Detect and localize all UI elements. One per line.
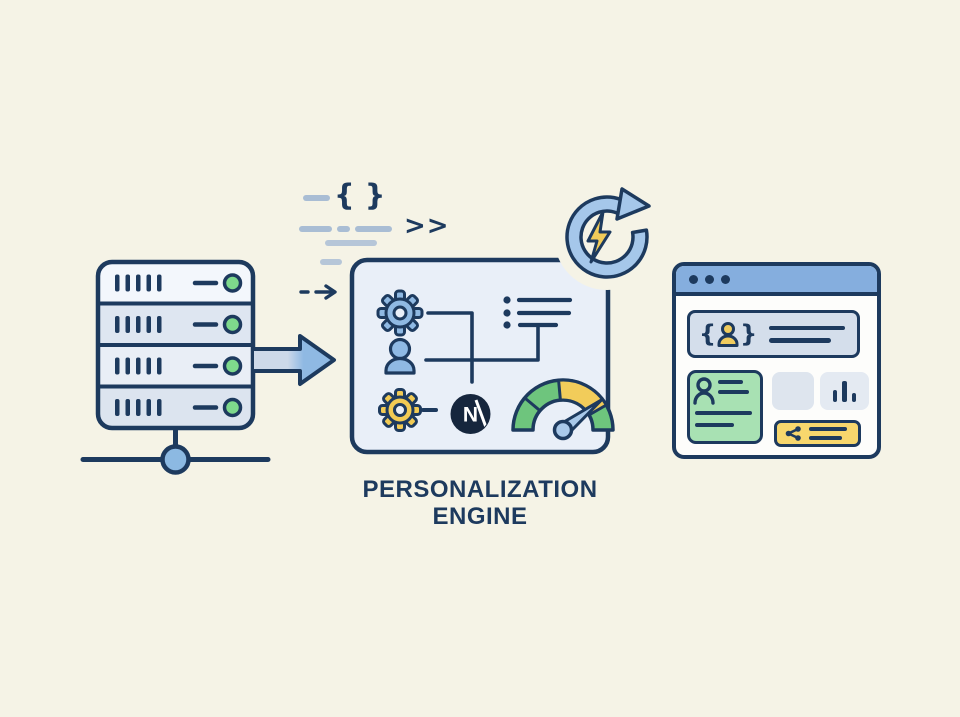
code-dash (299, 226, 332, 232)
lightning-bolt-icon (586, 210, 612, 264)
user-content-card (687, 370, 763, 444)
browser-content: { } (676, 296, 877, 454)
share-icon (785, 426, 801, 441)
network-line (80, 428, 271, 475)
refresh-ring-icon (565, 195, 649, 279)
window-dot (721, 274, 730, 284)
dashed-arrow-icon (299, 284, 337, 300)
window-dot (705, 274, 714, 284)
refresh-bolt-badge (554, 184, 660, 290)
server-stack-icon (80, 259, 271, 475)
recommendation-card (774, 420, 861, 447)
profile-text-lines (769, 325, 846, 343)
server-vent-slots (115, 274, 162, 416)
placeholder-block (772, 372, 814, 410)
data-flow-arrow-icon (254, 334, 336, 386)
window-dot (689, 274, 698, 284)
server-dashes (192, 280, 219, 410)
browser-titlebar (676, 266, 877, 296)
checklist-icon (503, 296, 573, 329)
engine-box: N (349, 257, 615, 455)
circuit-lines (424, 311, 540, 384)
analytics-block (820, 372, 869, 410)
brace-open: { (699, 320, 717, 348)
title-line-2: ENGINE (432, 503, 528, 530)
gear-yellow-icon (378, 388, 422, 432)
speed-line (320, 259, 342, 265)
code-braces-icon: { } (334, 178, 386, 212)
user-card-art (693, 377, 752, 427)
code-dash (303, 195, 330, 201)
refresh-arrowhead (615, 187, 651, 221)
code-dash (337, 226, 350, 232)
gauge-hub (552, 419, 574, 441)
cta-text-lines (809, 427, 847, 440)
gear-blue-icon (376, 289, 424, 337)
bar-chart-icon (851, 393, 857, 402)
user-icon (384, 337, 416, 375)
speed-gauge-icon (511, 378, 615, 441)
nextjs-logo-icon: N (450, 394, 491, 434)
brace-close: } (740, 320, 758, 348)
server-row-dividers (98, 301, 253, 389)
bar-chart-icon (842, 381, 847, 402)
browser-window: { } (672, 262, 881, 459)
gauge-divider (523, 396, 541, 412)
title-line-1: PERSONALIZATION (362, 476, 598, 503)
network-node-icon (160, 444, 191, 475)
speed-line (325, 240, 377, 246)
bar-chart-icon (832, 390, 838, 402)
fast-forward-chevrons-icon: >> (404, 211, 450, 241)
diagram-title: PERSONALIZATION ENGINE (310, 476, 650, 530)
logo-letter: N (463, 404, 478, 427)
avatar-icon (717, 322, 739, 347)
server-led-lights (222, 273, 243, 418)
code-dash (355, 226, 392, 232)
personalized-profile-card: { } (687, 310, 860, 358)
